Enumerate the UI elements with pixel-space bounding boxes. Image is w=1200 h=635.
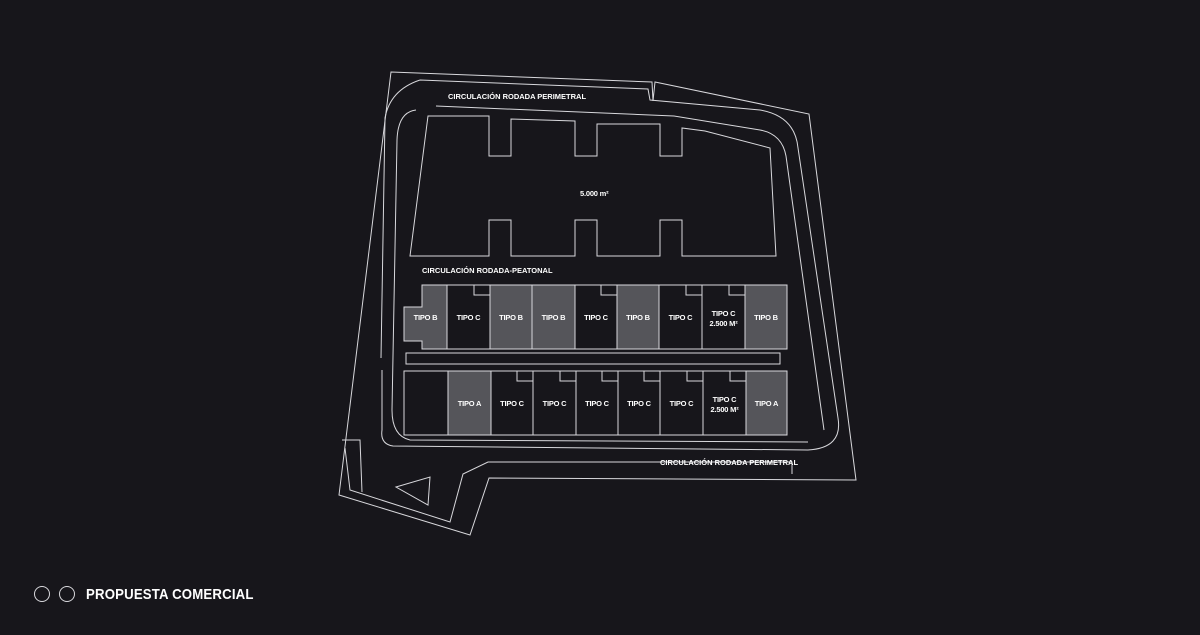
perimeter-road-inner-edge bbox=[380, 79, 840, 451]
lots-row-1: TIPO B TIPO C TIPO B TIPO B TIPO C TIPO B TIPO… bbox=[403, 284, 788, 350]
row1-lot-5-type-label: TIPO C bbox=[584, 313, 609, 322]
row1-lot-4-type-label: TIPO B bbox=[542, 313, 567, 322]
row2-lot-9-type-label: TIPO A bbox=[755, 399, 779, 408]
row1-lot-6-type-label: TIPO B bbox=[626, 313, 651, 322]
row1-lot-7-notch bbox=[685, 285, 702, 296]
row1-lot-9 bbox=[744, 284, 788, 350]
row2-lot-6-notch bbox=[643, 371, 660, 382]
road-label-top: CIRCULACIÓN RODADA PERIMETRAL bbox=[448, 92, 586, 101]
road-label-bottom: CIRCULACIÓN RODADA PERIMETRAL bbox=[660, 458, 798, 467]
row1-lot-2-type-label: TIPO C bbox=[457, 313, 482, 322]
road-edge-top-segment bbox=[435, 105, 825, 431]
row2-lot-6-type-label: TIPO C bbox=[627, 399, 652, 408]
big-lot-area-label: 5.000 m² bbox=[580, 189, 609, 198]
row1-lot-9-type-label: TIPO B bbox=[754, 313, 779, 322]
big-lot-outline bbox=[409, 115, 777, 257]
road-edge-left-segment bbox=[391, 109, 809, 443]
row2-lot-8-type-label: TIPO C bbox=[713, 395, 738, 404]
circle-icon bbox=[34, 586, 50, 602]
circle-icon bbox=[59, 586, 75, 602]
row2-lot-7-type-label: TIPO C bbox=[670, 399, 695, 408]
row2-lot-3-type-label: TIPO C bbox=[500, 399, 525, 408]
site-boundary bbox=[338, 71, 857, 536]
lots-row-2: TIPO A TIPO C TIPO C TIPO C TIPO C TIPO C TIPO… bbox=[403, 370, 788, 436]
road-label-middle: CIRCULACIÓN RODADA-PEATONAL bbox=[422, 266, 553, 275]
row2-lot-5-notch bbox=[601, 371, 618, 382]
page-title: PROPUESTA COMERCIAL bbox=[86, 585, 254, 603]
row2-lot-2-type-label: TIPO A bbox=[458, 399, 482, 408]
row2-lot-8-area-label: 2.500 M² bbox=[711, 405, 740, 414]
row1-lot-1-type-label: TIPO B bbox=[414, 313, 439, 322]
lower-left-inner-line bbox=[342, 439, 363, 493]
row1-lot-7-type-label: TIPO C bbox=[669, 313, 694, 322]
row1-lot-8-type-label: TIPO C bbox=[712, 309, 737, 318]
row1-lot-8-area-label: 2.500 M² bbox=[710, 319, 739, 328]
row2-lot-8-notch bbox=[729, 371, 746, 382]
footer: PROPUESTA COMERCIAL bbox=[34, 583, 276, 605]
triangle-marker bbox=[394, 476, 431, 506]
central-strip bbox=[405, 352, 781, 365]
row1-lot-3-type-label: TIPO B bbox=[499, 313, 524, 322]
row2-lot-7-notch bbox=[686, 371, 703, 382]
row2-lot-4-notch bbox=[559, 371, 576, 382]
row2-lot-9 bbox=[745, 370, 788, 436]
row1-lot-2-notch bbox=[473, 285, 490, 296]
row2-lot-3-notch bbox=[516, 371, 533, 382]
row2-lot-4-type-label: TIPO C bbox=[543, 399, 568, 408]
row2-lot-5-type-label: TIPO C bbox=[585, 399, 610, 408]
lower-left-boundary bbox=[344, 447, 793, 523]
row1-lot-5-notch bbox=[600, 285, 617, 296]
row2-lot-1 bbox=[403, 370, 449, 436]
row1-lot-8-notch bbox=[728, 285, 745, 296]
